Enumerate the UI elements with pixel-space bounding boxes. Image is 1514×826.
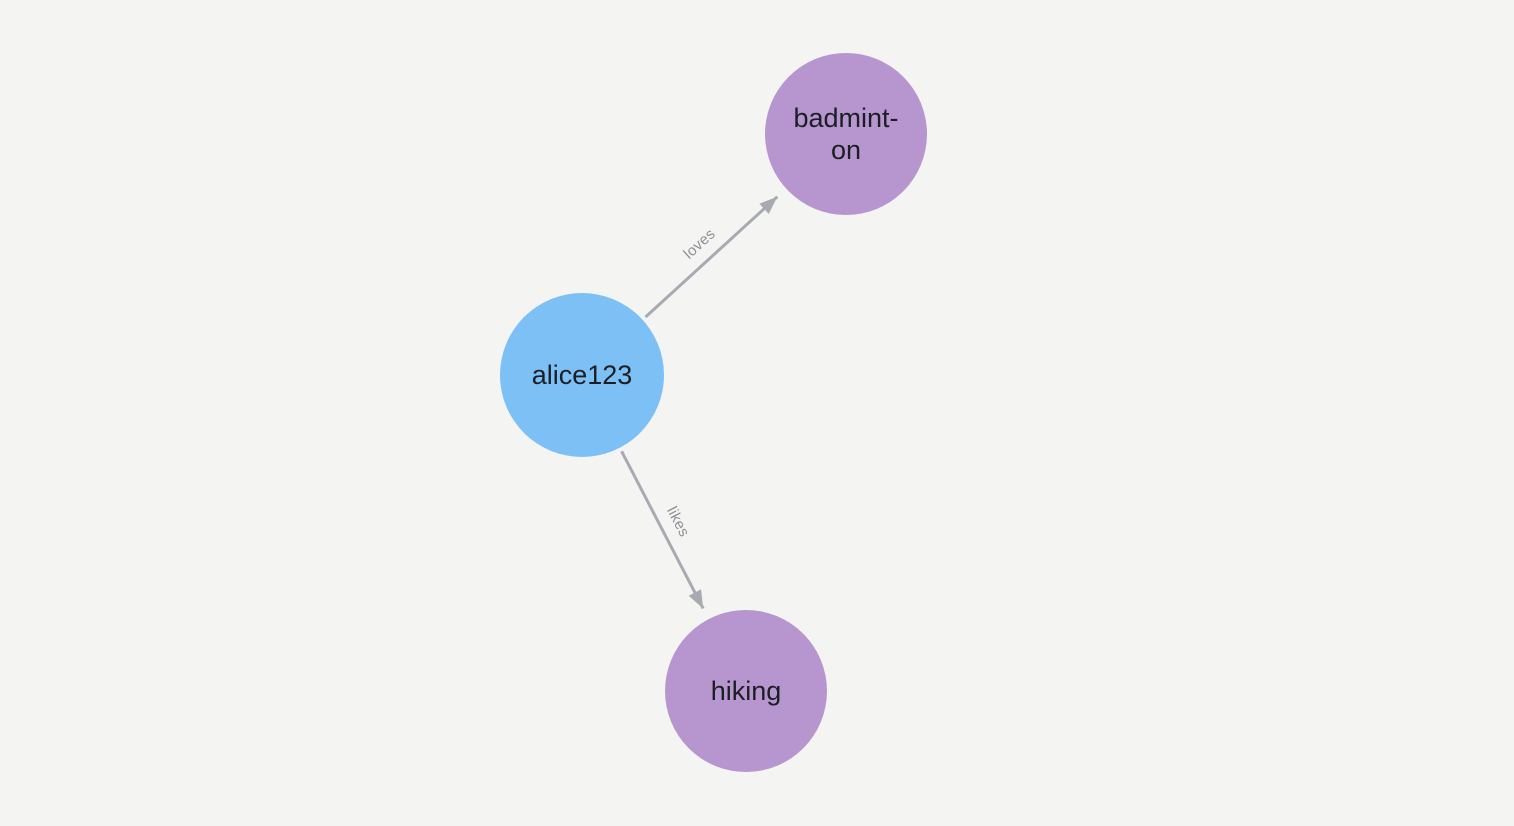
node-hiking[interactable]: hiking: [665, 610, 827, 772]
edge-label[interactable]: likes: [663, 504, 693, 540]
node-alice123[interactable]: alice123: [500, 293, 664, 457]
node-label-line: alice123: [531, 360, 633, 390]
edge-alice123-badminton[interactable]: loves: [644, 195, 779, 319]
node-label-line: badmint-: [793, 103, 899, 133]
edge-alice123-hiking[interactable]: likes: [620, 450, 705, 610]
node-label-line: hiking: [710, 676, 782, 706]
edge-line[interactable]: [620, 450, 705, 610]
edge-line[interactable]: [644, 195, 779, 319]
node-badminton[interactable]: badmint-on: [765, 53, 927, 215]
node-label-line: on: [830, 135, 862, 165]
